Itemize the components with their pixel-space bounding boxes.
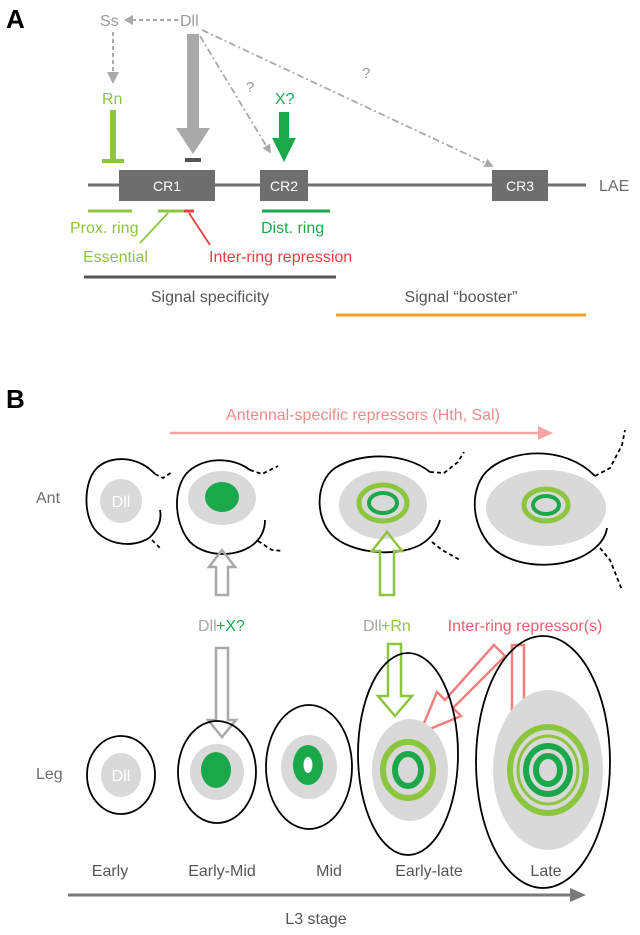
- essential-label: Essential: [83, 249, 148, 266]
- question-mark-cr3: ?: [362, 65, 370, 82]
- leg-row-label: Leg: [36, 766, 63, 783]
- dll-label: Dll: [180, 13, 199, 30]
- ss-label: Ss: [100, 13, 119, 30]
- x-label: X?: [275, 91, 295, 108]
- dll-to-cr1-shaft: [187, 34, 199, 130]
- signal-booster-label: Signal “booster”: [405, 289, 518, 306]
- leg-disc-early-mid: [177, 720, 257, 824]
- dll-rn-up-arrow: [369, 529, 405, 597]
- panel-a-letter: A: [6, 4, 25, 34]
- inter-ring-pointer: [188, 212, 211, 246]
- leg-disc-mid: [265, 704, 353, 830]
- ant-disc-early-late: [318, 451, 465, 561]
- cr2-box: [260, 170, 308, 201]
- ant-early-dll-label: Dll: [112, 494, 131, 511]
- x-to-cr2-shaft: [279, 112, 289, 140]
- dll-to-cr2-arrow: [199, 35, 271, 154]
- question-mark-cr2: ?: [246, 79, 254, 96]
- ant-disc-early: Dll: [85, 458, 173, 549]
- dll-x-down-arrow: [205, 646, 239, 739]
- ss-to-rn-arrowhead: [107, 72, 119, 84]
- inter-ring-repression-label: Inter-ring repression: [209, 249, 352, 266]
- dll-rn-rest-text: +Rn: [381, 618, 411, 635]
- l3-stage-label: L3 stage: [285, 911, 346, 928]
- leg-disc-late: [475, 635, 611, 889]
- dll-to-ss-arrowhead: [124, 15, 133, 25]
- ant-disc-early-mid: [176, 459, 284, 555]
- dist-ring-label: Dist. ring: [261, 220, 324, 237]
- ant-disc-late: [473, 429, 626, 591]
- stage-early-late: Early-late: [395, 863, 463, 880]
- cr2-label: CR2: [270, 178, 298, 194]
- x-to-cr2-head: [272, 138, 296, 162]
- leg-disc-early-late: [357, 652, 459, 856]
- cr1-box: [119, 170, 215, 201]
- cr1-label: CR1: [153, 178, 181, 194]
- ant-row-label: Ant: [36, 490, 61, 507]
- antennal-repressors-arrowhead: [538, 426, 553, 440]
- cr3-label: CR3: [506, 178, 534, 194]
- dll-x-up-arrow: [206, 547, 238, 597]
- stage-early: Early: [92, 863, 128, 880]
- rn-label: Rn: [102, 91, 122, 108]
- panel-b-letter: B: [6, 384, 25, 414]
- prox-ring-label: Prox. ring: [70, 220, 138, 237]
- dll-to-cr3-arrow: [201, 29, 494, 168]
- lae-label: LAE: [599, 178, 629, 195]
- leg-early-dll-label: Dll: [112, 768, 131, 785]
- dll-x-rest-text: +X?: [216, 618, 245, 635]
- signal-specificity-label: Signal specificity: [151, 289, 269, 306]
- dll-to-cr1-head: [176, 128, 210, 154]
- dll-rn-down-arrow: [375, 642, 415, 718]
- stage-mid: Mid: [316, 863, 342, 880]
- cr3-box: [492, 170, 548, 201]
- dll-x-dll-text: Dll: [198, 618, 217, 635]
- dll-rn-dll-text: Dll: [363, 618, 382, 635]
- l3-stage-arrowhead: [570, 888, 586, 902]
- stage-late: Late: [530, 863, 561, 880]
- stage-early-mid: Early-Mid: [188, 863, 256, 880]
- antennal-repressors-label: Antennal-specific repressors (Hth, Sal): [226, 407, 500, 424]
- essential-pointer: [139, 212, 169, 244]
- inter-ring-diagonal-arrow: [417, 643, 507, 736]
- leg-disc-early: Dll: [86, 735, 156, 815]
- inter-ring-repressors-label: Inter-ring repressor(s): [448, 618, 603, 635]
